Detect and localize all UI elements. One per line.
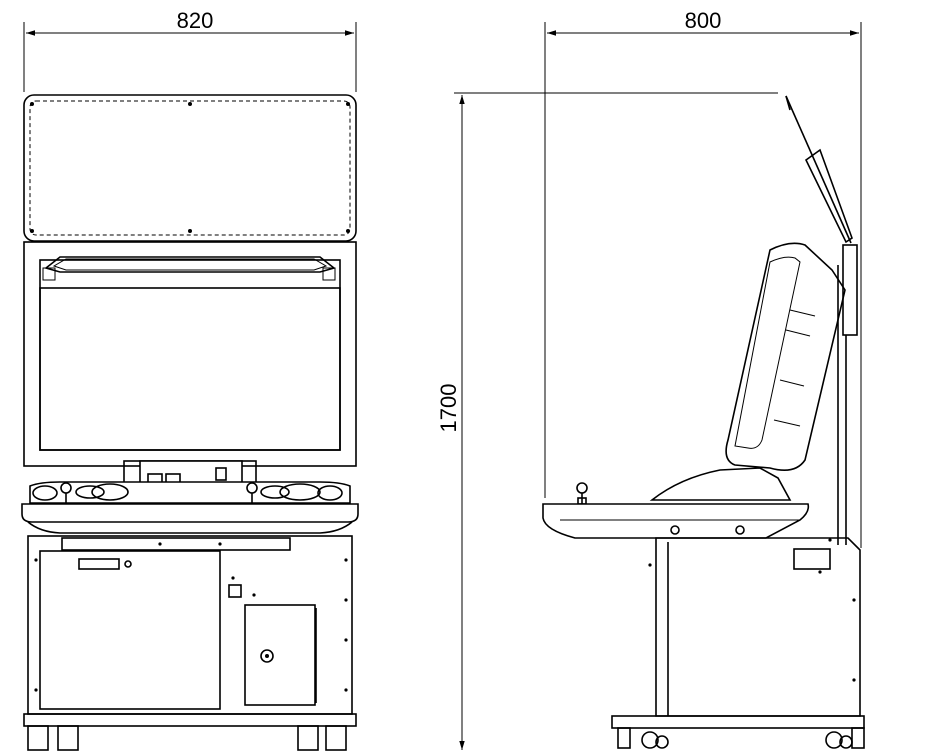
- height-dimension: 1700: [436, 92, 778, 750]
- side-view: [542, 95, 865, 749]
- front-width-label: 820: [177, 8, 214, 33]
- front-width-dimension: 820: [23, 8, 357, 92]
- side-depth-dimension: 800: [544, 8, 862, 548]
- side-depth-label: 800: [685, 8, 722, 33]
- front-view: [21, 94, 359, 751]
- height-label: 1700: [436, 384, 461, 433]
